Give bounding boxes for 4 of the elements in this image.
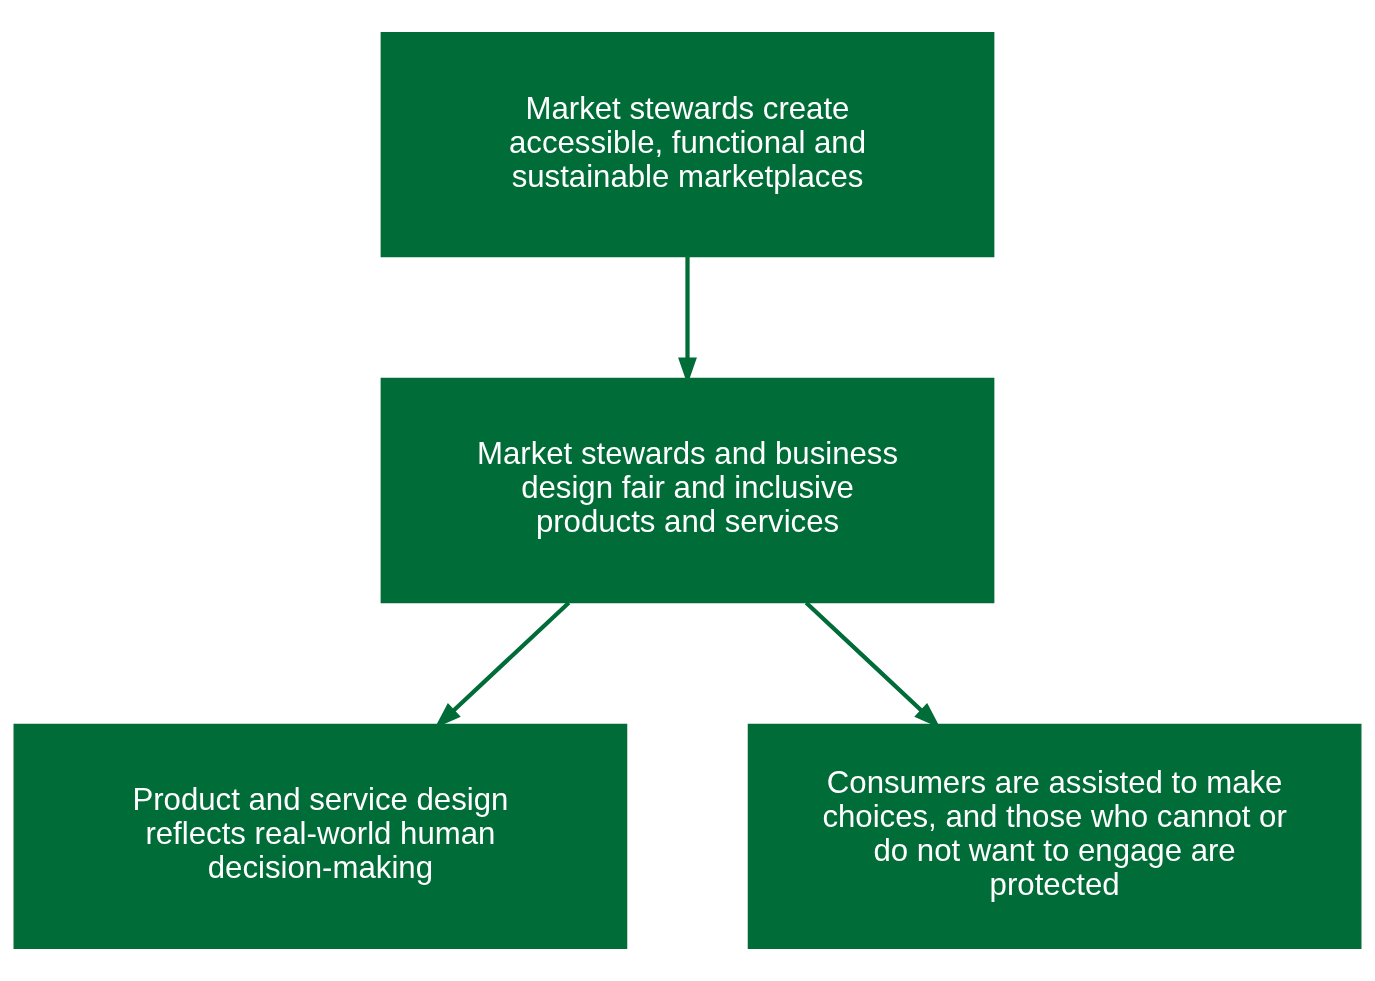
node-box: Product and service design reflects real-world human decision-making (13, 723, 628, 950)
node-box: Market stewards create accessible, functional and sustainable marketplaces (380, 31, 995, 258)
node-box: Market stewards and business design fair and inclusive products and services (380, 377, 995, 604)
node-box: Consumers are assisted to make choices, and those who cannot or do not want to engage are protected (747, 723, 1362, 950)
